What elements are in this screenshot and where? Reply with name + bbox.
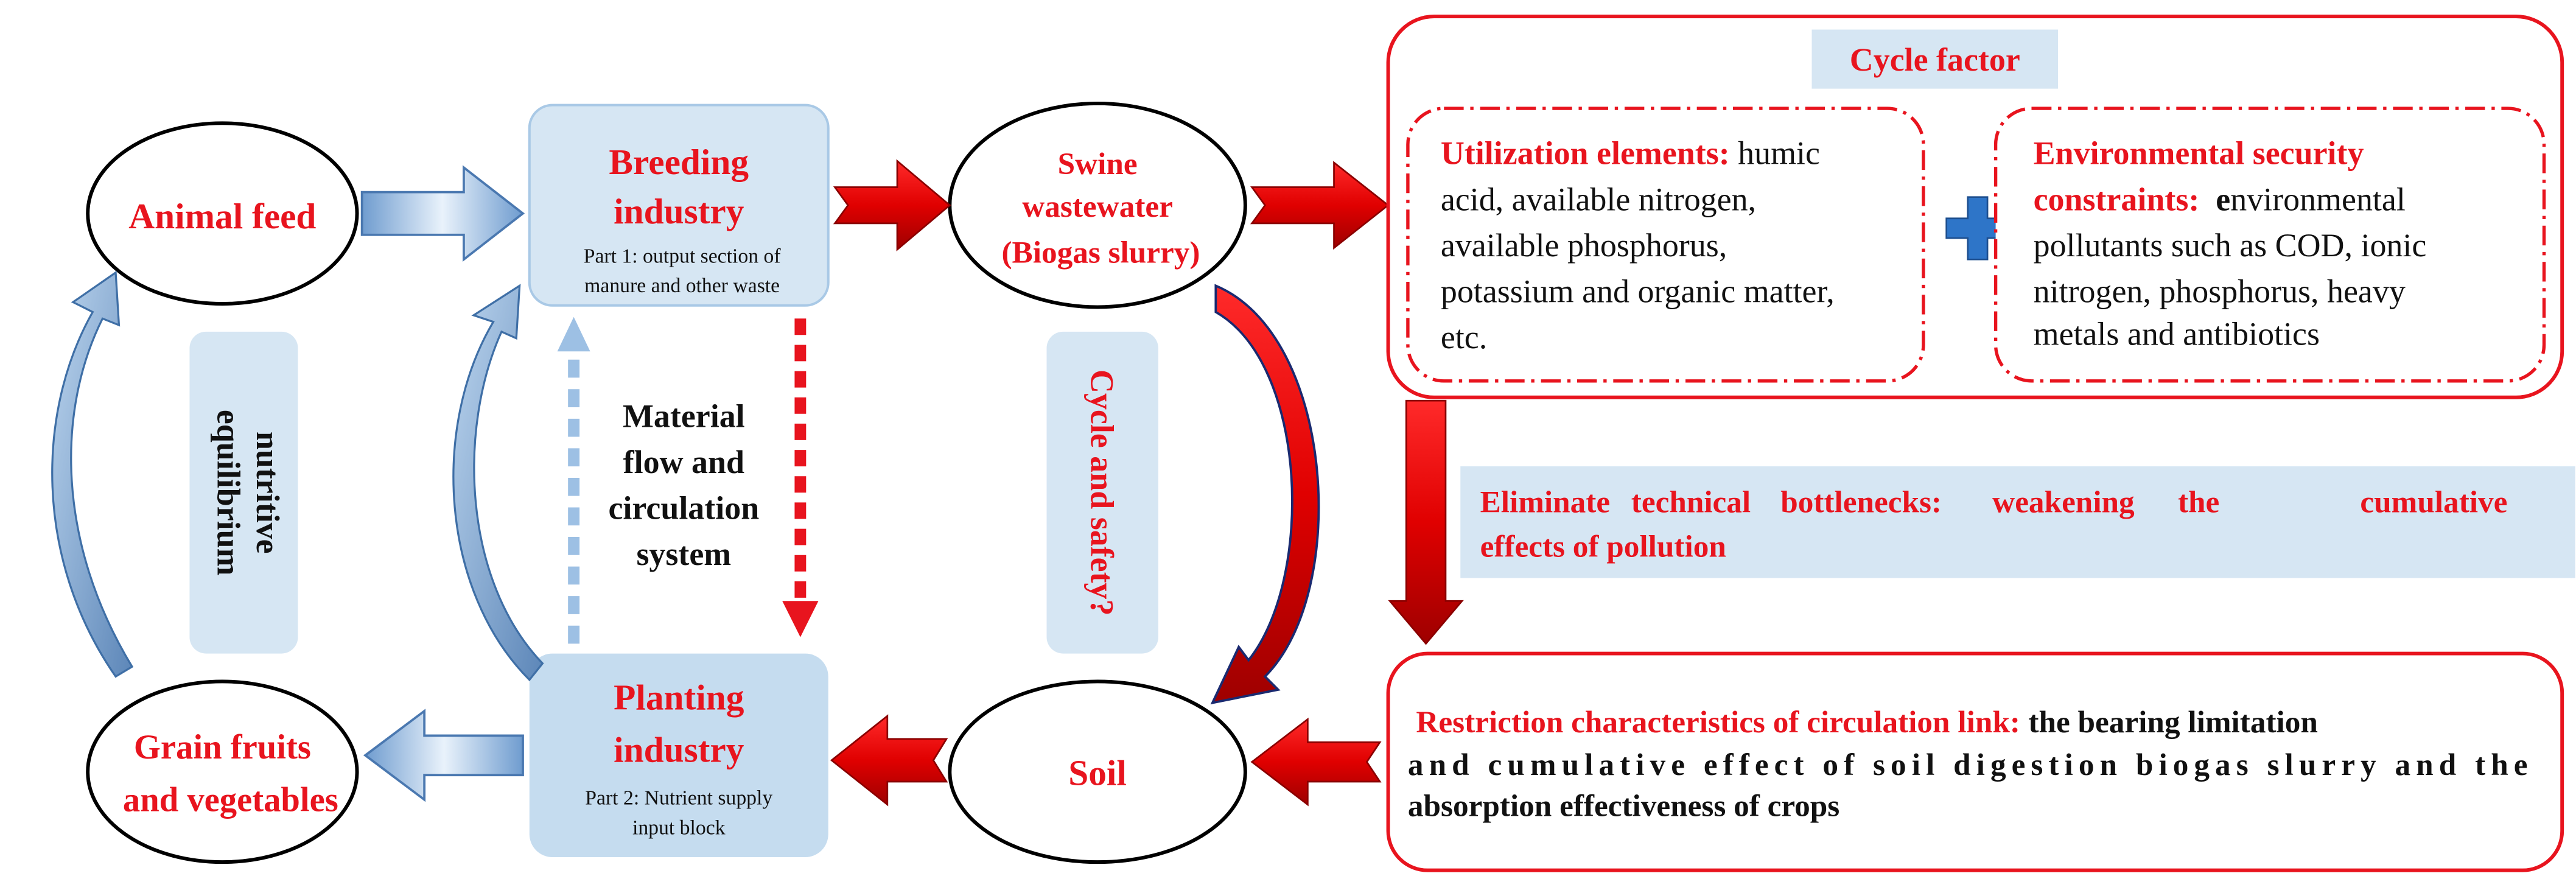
nutritive-equilibrium-panel: nutritive equilibrium bbox=[189, 331, 298, 654]
utilization-line5: etc. bbox=[1441, 319, 1487, 356]
nutritive-line2: equilibrium bbox=[210, 410, 247, 576]
planting-label-line2: industry bbox=[614, 730, 744, 770]
feed-to-breeding-arrow bbox=[360, 165, 525, 262]
dashed-blue-up-arrow bbox=[557, 317, 590, 644]
swine-label-line1: Swine bbox=[1058, 147, 1138, 181]
utilization-line2: acid, available nitrogen, bbox=[1441, 181, 1756, 217]
animal-feed-node: Animal feed bbox=[86, 121, 359, 306]
swine-label-line2: wastewater bbox=[1022, 189, 1173, 224]
material-line3: circulation bbox=[608, 489, 759, 526]
environmental-constraints-panel: Environmental security constraints:envir… bbox=[1993, 107, 2546, 383]
material-line2: flow and bbox=[623, 444, 744, 480]
cycle-safety-text: Cycle and safety? bbox=[1083, 370, 1120, 615]
cycle-safety-panel: Cycle and safety? bbox=[1046, 331, 1158, 654]
restriction-line1: Restriction characteristics of circulati… bbox=[1416, 705, 2317, 740]
nutritive-line1: nutritive bbox=[250, 432, 286, 554]
restriction-panel: Restriction characteristics of circulati… bbox=[1386, 651, 2564, 872]
grain-to-feed-curved-arrow bbox=[51, 270, 134, 678]
animal-feed-label: Animal feed bbox=[128, 196, 316, 236]
utilization-elements-panel: Utilization elements:humic acid, availab… bbox=[1406, 107, 1925, 383]
grain-label-line2: and vegetables bbox=[123, 782, 338, 819]
environmental-line2: pollutants such as COD, ionic bbox=[2034, 227, 2427, 264]
soil-label: Soil bbox=[1068, 752, 1127, 793]
cycle-to-restriction-down-arrow bbox=[1388, 399, 1464, 645]
swine-wastewater-node: Swine wastewater (Biogas slurry) bbox=[948, 101, 1247, 309]
eliminate-line2: effects of pollution bbox=[1480, 529, 1726, 564]
material-flow-label: Material flow and circulation system bbox=[608, 398, 759, 572]
planting-label-line1: Planting bbox=[614, 677, 744, 717]
planting-industry-box: Planting industry Part 2: Nutrient suppl… bbox=[529, 653, 828, 858]
breeding-label-line2: industry bbox=[614, 191, 744, 231]
swine-to-cycle-factor-arrow bbox=[1250, 161, 1390, 250]
breeding-part-line2: manure and other waste bbox=[584, 275, 780, 297]
planting-part-line1: Part 2: Nutrient supply bbox=[585, 787, 772, 810]
utilization-line3: available phosphorus, bbox=[1441, 227, 1727, 264]
environmental-label-line1: Environmental security bbox=[2034, 135, 2364, 172]
restriction-line3: absorption effectiveness of crops bbox=[1408, 789, 1839, 824]
soil-node: Soil bbox=[948, 679, 1247, 864]
utilization-line4: potassium and organic matter, bbox=[1441, 273, 1835, 309]
breeding-label-line1: Breeding bbox=[609, 142, 749, 182]
breeding-to-swine-arrow bbox=[833, 159, 951, 251]
dashed-red-down-arrow bbox=[782, 318, 819, 637]
breeding-part-line1: Part 1: output section of bbox=[584, 245, 782, 268]
environmental-line4: metals and antibiotics bbox=[2034, 315, 2320, 352]
soil-to-planting-arrow bbox=[830, 714, 948, 807]
restriction-to-soil-arrow bbox=[1250, 717, 1382, 807]
material-line1: Material bbox=[623, 398, 745, 434]
planting-to-grain-arrow bbox=[363, 709, 524, 802]
environmental-line3: nitrogen, phosphorus, heavy bbox=[2034, 273, 2406, 309]
swine-label-line3: (Biogas slurry) bbox=[1001, 236, 1200, 270]
material-line4: system bbox=[636, 536, 731, 572]
planting-to-breeding-curved-arrow bbox=[452, 284, 544, 682]
utilization-line1: Utilization elements:humic bbox=[1441, 135, 1820, 172]
environmental-line1: constraints:environmental bbox=[2034, 181, 2406, 217]
breeding-industry-box: Breeding industry Part 1: output section… bbox=[528, 103, 830, 307]
grain-node: Grain fruits and vegetables bbox=[86, 679, 359, 864]
planting-part-line2: input block bbox=[632, 816, 726, 839]
swine-to-soil-curved-arrow bbox=[1210, 284, 1320, 705]
cycle-factor-title: Cycle factor bbox=[1850, 41, 2020, 78]
grain-label-line1: Grain fruits bbox=[134, 729, 311, 766]
